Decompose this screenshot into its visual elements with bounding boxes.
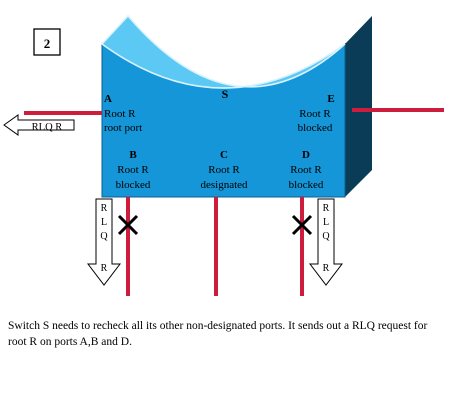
- port-line1-d: Root R: [290, 164, 322, 176]
- port-line2-a: root port: [104, 122, 142, 134]
- port-line2-c: designated: [200, 179, 248, 191]
- port-label-a: A Root R root port: [104, 93, 142, 134]
- port-line1-c: Root R: [208, 164, 240, 176]
- blocked-cross-b: [117, 214, 139, 236]
- rlq-arrow-down-d: R L Q R: [308, 198, 344, 286]
- figure-number-box: [33, 28, 61, 56]
- arrow-left-shape: [3, 114, 75, 136]
- port-letter-c: C: [220, 149, 228, 161]
- port-line2-b: blocked: [116, 179, 151, 191]
- port-letter-a: A: [104, 93, 112, 105]
- switch-side-face: [345, 16, 372, 197]
- wires: [24, 108, 444, 296]
- arrow-down-d-char-3: Q: [322, 231, 330, 242]
- arrow-down-b-char-3: Q: [100, 231, 108, 242]
- figure-number: 2: [44, 36, 51, 51]
- port-letter-b: B: [129, 149, 137, 161]
- arrow-down-d-char-4: R: [323, 263, 330, 274]
- port-line2-d: blocked: [289, 179, 324, 191]
- port-label-e: E Root R blocked: [298, 93, 335, 134]
- port-letter-d: D: [302, 149, 310, 161]
- arrow-down-d-char-1: R: [323, 203, 330, 214]
- arrow-down-b-char-4: R: [101, 263, 108, 274]
- port-label-b: B Root R blocked: [116, 149, 151, 191]
- arrow-down-b-char-1: R: [101, 203, 108, 214]
- switch-label: S: [222, 87, 229, 101]
- port-line1-e: Root R: [299, 108, 331, 120]
- arrow-down-d-shape: [308, 198, 344, 286]
- rlq-arrow-left-label: RLQ R: [32, 122, 63, 133]
- rlq-arrow-left: [3, 114, 75, 136]
- arrow-down-b-char-2: L: [101, 217, 107, 228]
- port-line1-b: Root R: [117, 164, 149, 176]
- blocked-cross-d: [291, 214, 313, 236]
- port-label-c: C Root R designated: [200, 149, 248, 191]
- switch-top-surface: [100, 14, 346, 89]
- arrow-down-d-char-2: L: [323, 217, 329, 228]
- rlq-arrow-down-b: R L Q R: [86, 198, 122, 286]
- port-line2-e: blocked: [298, 122, 333, 134]
- arrow-down-b-shape: [86, 198, 122, 286]
- diagram-caption: Switch S needs to recheck all its other …: [8, 320, 428, 348]
- port-label-d: D Root R blocked: [289, 149, 324, 191]
- switch-body: [100, 14, 372, 198]
- port-line1-a: Root R: [104, 108, 136, 120]
- port-letter-e: E: [327, 93, 334, 105]
